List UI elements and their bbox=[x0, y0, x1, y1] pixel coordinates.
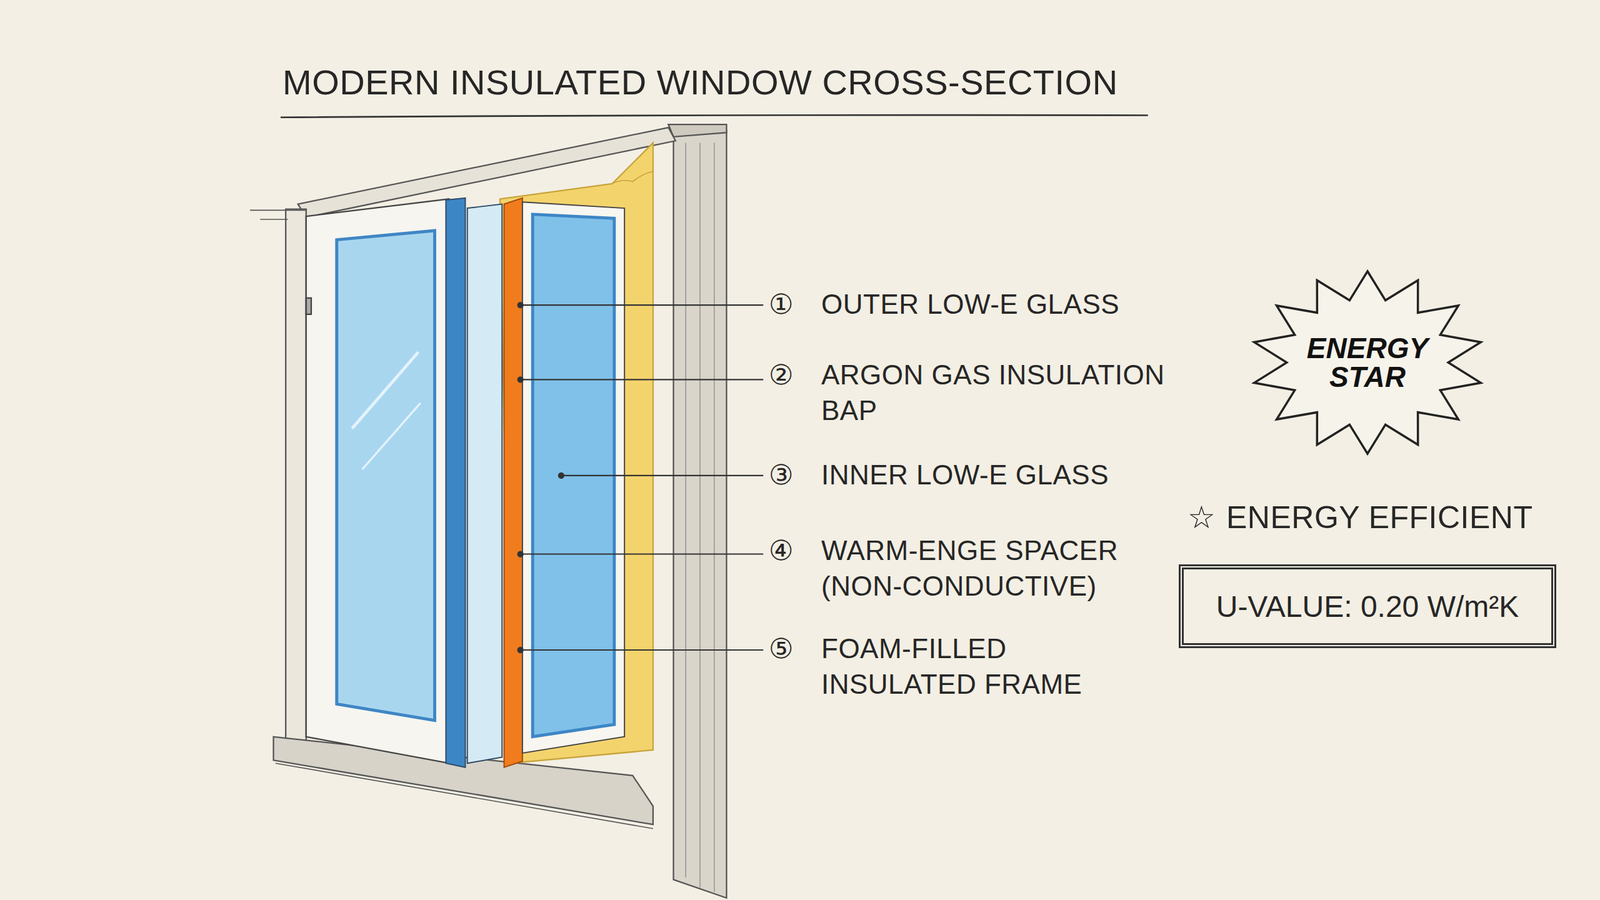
illustration-part bbox=[250, 210, 307, 212]
illustration-part bbox=[699, 143, 700, 889]
illustration-part bbox=[713, 143, 715, 892]
badge-text: ENERGY STAR bbox=[1295, 333, 1440, 392]
foam-frame bbox=[500, 143, 654, 764]
part-label: FOAM-FILLED INSULATED FRAME bbox=[821, 630, 1159, 702]
star-symbol: ☆ bbox=[1187, 497, 1216, 539]
illustration-part bbox=[522, 201, 625, 754]
illustration-part bbox=[306, 198, 450, 764]
diagram-title: MODERN INSULATED WINDOW CROSS-SECTION bbox=[282, 60, 1119, 106]
illustration-part bbox=[275, 763, 654, 829]
part-label: ARGON GAS INSULATION BAP bbox=[821, 356, 1215, 429]
part-label: OUTER LOW-E GLASS bbox=[821, 286, 1222, 322]
part-label: WARM-ENGE SPACER (NON-CONDUCTIVE) bbox=[821, 532, 1172, 604]
value-box: U-VALUE: 0.20 W/m²K bbox=[1178, 564, 1557, 649]
illustration-part bbox=[504, 198, 523, 768]
callout-number: ① bbox=[768, 286, 794, 322]
illustration-part bbox=[668, 124, 727, 137]
illustration-part bbox=[685, 143, 686, 879]
illustration-part bbox=[518, 647, 524, 653]
starburst-shape bbox=[1254, 271, 1482, 454]
value-text: U-VALUE: 0.20 W/m²K bbox=[1216, 589, 1520, 624]
illustration-part bbox=[561, 475, 764, 477]
callout-number: ⑤ bbox=[768, 630, 794, 667]
title-underline bbox=[280, 115, 1149, 118]
illustration-part bbox=[445, 198, 465, 768]
illustration-part bbox=[306, 298, 312, 315]
illustration-part bbox=[520, 553, 764, 555]
illustration-part bbox=[362, 403, 421, 470]
illustration-part bbox=[518, 551, 524, 557]
callout-number: ③ bbox=[768, 456, 794, 493]
callout-number: ④ bbox=[768, 532, 794, 569]
illustration-part bbox=[520, 649, 764, 651]
outer-sash bbox=[306, 198, 450, 764]
glass-layers bbox=[445, 198, 625, 768]
wall bbox=[250, 124, 727, 899]
note-text: ENERGY EFFICIENT bbox=[1226, 497, 1533, 539]
starburst-badge: ENERGY STAR bbox=[1248, 268, 1487, 457]
part-label: INNER LOW-E GLASS bbox=[821, 456, 1222, 493]
illustration-part bbox=[558, 473, 564, 479]
illustration-part bbox=[520, 378, 764, 380]
illustration-part bbox=[518, 376, 524, 382]
illustration-part bbox=[500, 143, 654, 764]
illustration-part bbox=[285, 209, 307, 750]
leader-lines bbox=[518, 302, 764, 653]
illustration-part bbox=[260, 218, 288, 220]
illustration-part bbox=[612, 171, 654, 184]
illustration-part bbox=[520, 304, 764, 306]
illustration-part bbox=[673, 130, 727, 899]
illustration-part bbox=[518, 302, 524, 308]
illustration-part bbox=[336, 230, 435, 721]
illustration-part bbox=[280, 115, 1149, 118]
illustration-part bbox=[467, 204, 503, 764]
callout-number: ② bbox=[768, 356, 794, 393]
